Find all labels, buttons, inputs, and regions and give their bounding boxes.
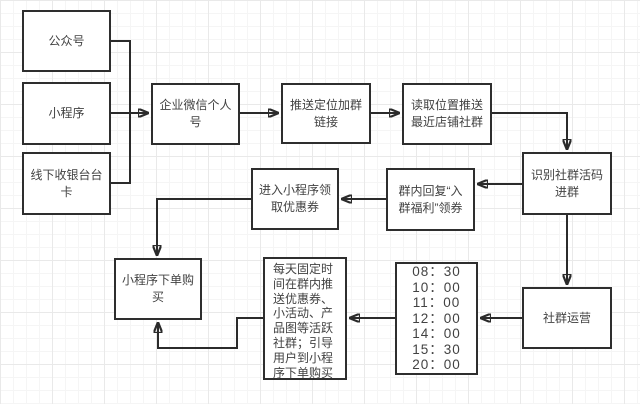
node-push-location-group-link-label: 推送定位加群链接 bbox=[289, 97, 362, 129]
node-daily-group-push-label: 每天固定时间在群内推送优惠券、小活动、产品图等活跃社群；引导用户到小程序下单购买 bbox=[273, 262, 334, 380]
node-scan-group-qr-join: 识别社群活码进群 bbox=[522, 152, 612, 215]
schedule-time: 15：30 bbox=[412, 341, 461, 357]
node-daily-group-push: 每天固定时间在群内推送优惠券、小活动、产品图等活跃社群；引导用户到小程序下单购买 bbox=[263, 257, 347, 380]
node-group-reply-welfare-label: 群内回复“入群福利”领券 bbox=[398, 183, 463, 215]
node-read-location-push-store-group-label: 读取位置推送最近店铺社群 bbox=[410, 98, 483, 129]
node-wecom-personal-account-label: 企业微信个人号 bbox=[159, 98, 232, 129]
schedule-time: 08：30 bbox=[412, 263, 461, 279]
node-scan-group-qr-join-label: 识别社群活码进群 bbox=[530, 167, 603, 199]
node-offline-counter-card-label: 线下收银台台卡 bbox=[30, 167, 103, 199]
node-community-operation: 社群运营 bbox=[522, 287, 612, 349]
schedule-time: 14：00 bbox=[412, 326, 461, 342]
node-schedule-times: 08：30 10：00 11：00 12：00 14：00 15：30 20：0… bbox=[395, 262, 478, 375]
node-enter-miniprogram-claim-coupon: 进入小程序领取优惠券 bbox=[251, 168, 339, 230]
node-enter-miniprogram-claim-coupon-label: 进入小程序领取优惠券 bbox=[259, 183, 332, 214]
node-push-location-group-link: 推送定位加群链接 bbox=[281, 83, 371, 144]
schedule-time: 12：00 bbox=[412, 310, 461, 326]
node-official-account: 公众号 bbox=[22, 10, 111, 72]
node-read-location-push-store-group: 读取位置推送最近店铺社群 bbox=[402, 83, 492, 145]
node-mini-program-label: 小程序 bbox=[48, 106, 85, 120]
node-official-account-label: 公众号 bbox=[48, 33, 85, 48]
connector-sources-merge bbox=[111, 40, 131, 184]
node-mini-program: 小程序 bbox=[22, 82, 111, 145]
connector-readlocation-to-scancode bbox=[492, 112, 567, 150]
connector-enterminiapp-to-order bbox=[157, 198, 251, 256]
node-wecom-personal-account: 企业微信个人号 bbox=[151, 83, 240, 145]
node-community-operation-label: 社群运营 bbox=[542, 310, 591, 325]
node-group-reply-welfare: 群内回复“入群福利”领券 bbox=[386, 168, 475, 231]
connector-dailypush-to-order bbox=[158, 317, 263, 349]
node-offline-counter-card: 线下收银台台卡 bbox=[22, 152, 111, 215]
schedule-time: 10：00 bbox=[412, 279, 461, 295]
node-miniprogram-order-purchase-label: 小程序下单购买 bbox=[122, 273, 195, 304]
schedule-time: 20：00 bbox=[412, 357, 461, 373]
node-miniprogram-order-purchase: 小程序下单购买 bbox=[114, 258, 202, 320]
schedule-time: 11：00 bbox=[412, 295, 461, 311]
